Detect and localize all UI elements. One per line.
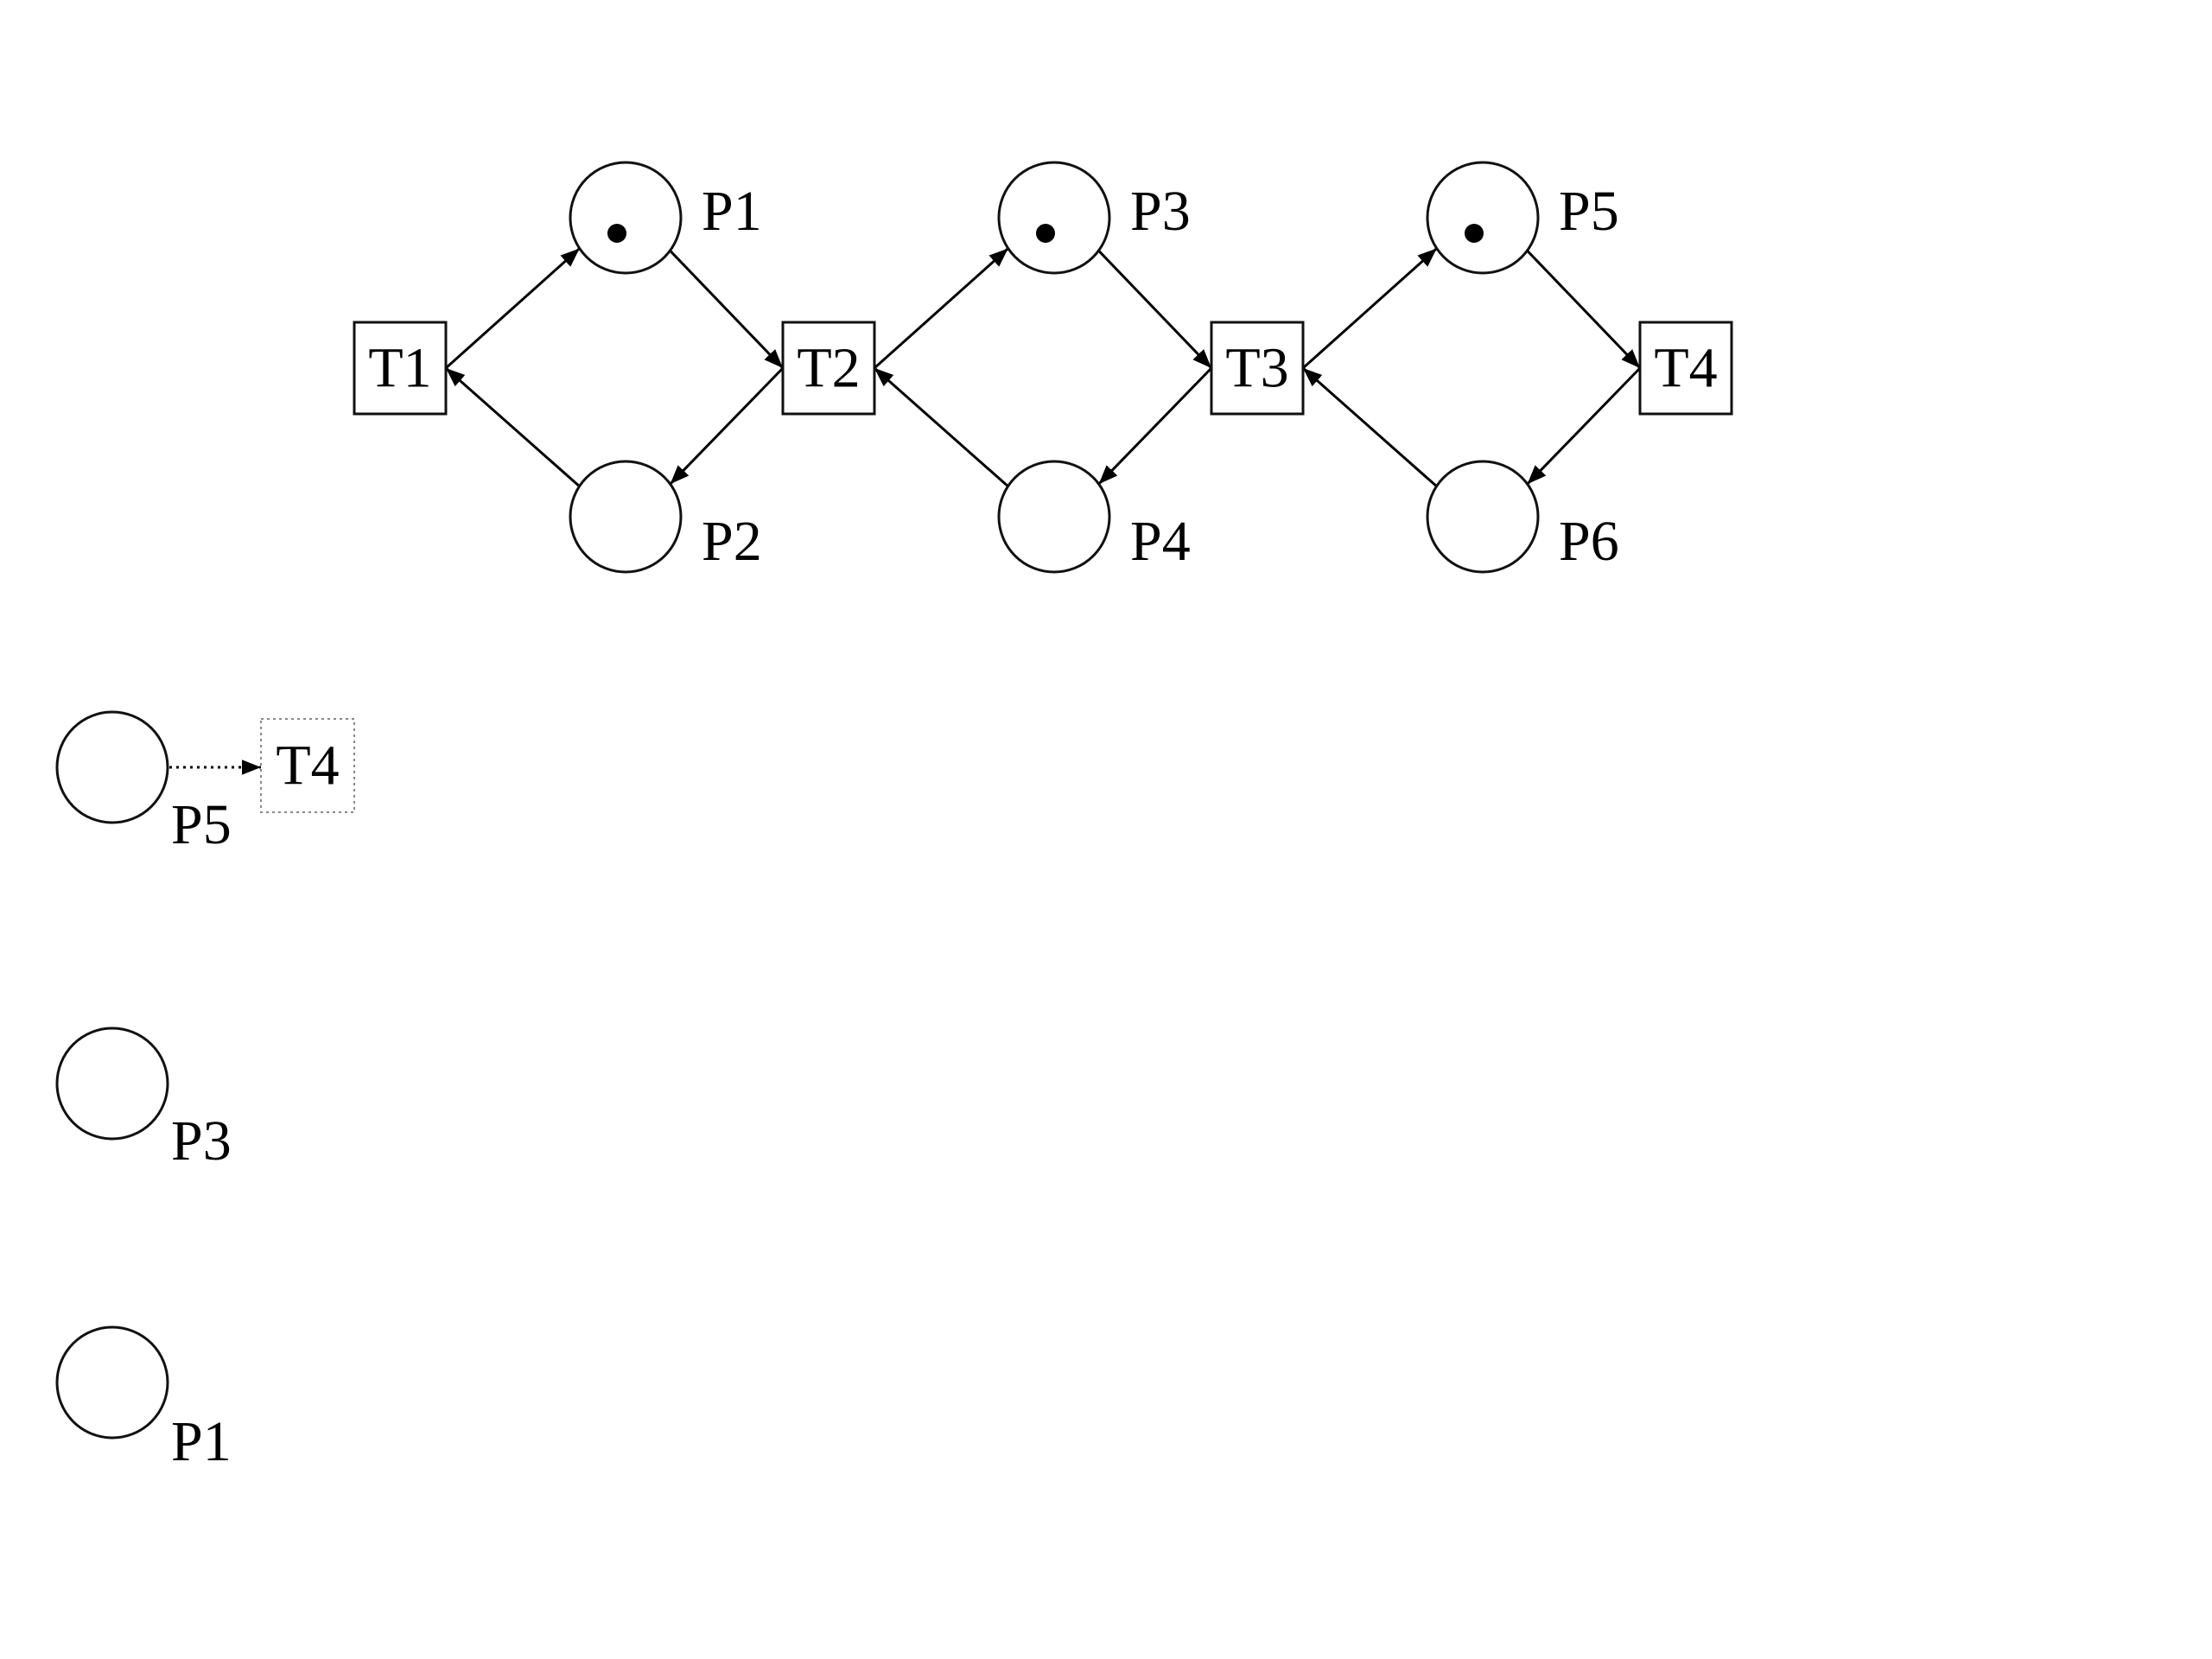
transition-label-t2: T2	[797, 337, 860, 400]
legend-place-label: P5	[171, 793, 232, 856]
place-label-p6: P6	[1559, 510, 1619, 573]
arc-p5-t4	[1526, 250, 1642, 370]
place-label-p3: P3	[1130, 180, 1191, 243]
arcs-layer	[444, 247, 1642, 487]
transition-box	[353, 321, 448, 416]
place-p1: P1	[569, 161, 762, 275]
place-circle	[569, 460, 683, 574]
transition-box	[781, 321, 876, 416]
transition-t4: T4	[1638, 321, 1733, 416]
legend-row-2: P3	[55, 1027, 232, 1173]
arc-t4-p6	[1526, 366, 1642, 486]
transition-label-t4: T4	[1654, 337, 1717, 400]
transition-box	[1638, 321, 1733, 416]
transition-t2: T2	[781, 321, 876, 416]
place-p2: P2	[569, 460, 762, 574]
transition-box	[1210, 321, 1305, 416]
arc-t1-p1	[444, 247, 581, 370]
legend-place-label: P1	[171, 1410, 232, 1473]
arc-p2-t1	[445, 366, 581, 487]
legend-place-p1	[55, 1325, 169, 1440]
place-p5: P5	[1426, 161, 1619, 275]
arc-t2-p3	[873, 247, 1009, 370]
arc-p4-t2	[874, 366, 1009, 487]
place-label-p2: P2	[702, 510, 762, 573]
place-circle	[997, 161, 1111, 275]
legend-transition-t4	[260, 718, 355, 813]
legend-row-1: T4 P5	[55, 710, 355, 856]
place-circle	[997, 460, 1111, 574]
arc-t2-p2	[669, 366, 785, 486]
place-circle	[569, 161, 683, 275]
transition-t1: T1	[353, 321, 448, 416]
place-p6: P6	[1426, 460, 1619, 574]
token-dot	[1036, 224, 1055, 243]
place-label-p4: P4	[1130, 510, 1191, 573]
legend-place-label: P3	[171, 1109, 232, 1173]
token-dot	[607, 224, 626, 243]
arc-p3-t3	[1097, 250, 1213, 370]
legend-row-3: P1	[55, 1325, 232, 1473]
place-circle	[1426, 460, 1540, 574]
arc-t3-p5	[1301, 247, 1438, 370]
legend-place-p3	[55, 1027, 169, 1141]
arc-p1-t2	[669, 250, 785, 370]
place-p4: P4	[997, 460, 1191, 574]
token-dot	[1465, 224, 1484, 243]
transition-t3: T3	[1210, 321, 1305, 416]
arc-p6-t3	[1302, 366, 1438, 487]
place-label-p5: P5	[1559, 180, 1619, 243]
transition-label-t3: T3	[1225, 337, 1288, 400]
place-circle	[1426, 161, 1540, 275]
legend-place-p5	[55, 710, 169, 824]
arc-t3-p4	[1097, 366, 1213, 486]
legend-transition-label: T4	[276, 734, 339, 798]
transition-label-t1: T1	[368, 337, 431, 400]
place-p3: P3	[997, 161, 1191, 275]
place-label-p1: P1	[702, 180, 762, 243]
